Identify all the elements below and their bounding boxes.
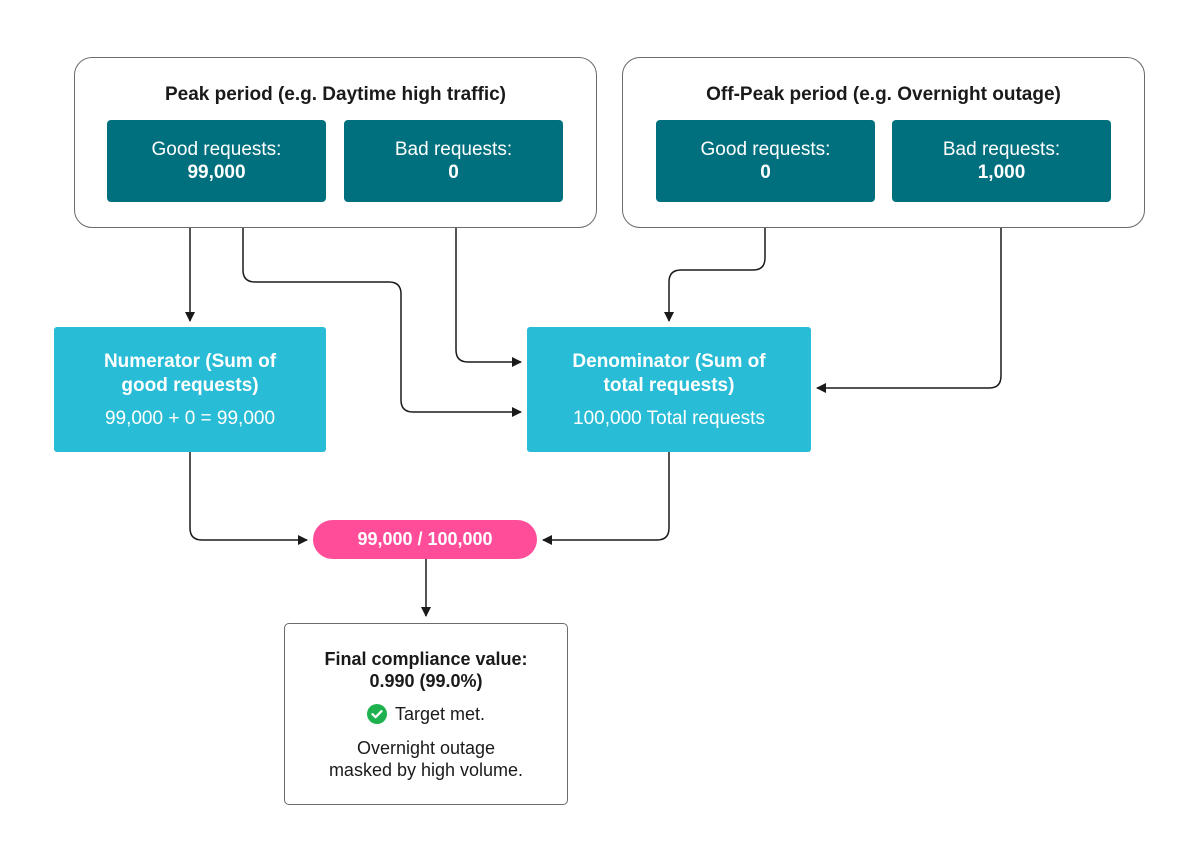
arrow-denominator-to-ratio — [542, 452, 670, 545]
ratio-text: 99,000 / 100,000 — [357, 529, 493, 549]
check-circle-icon — [366, 704, 387, 724]
denominator-box: Denominator (Sum of total requests) 100,… — [527, 327, 811, 452]
denominator-title-line2: total requests) — [603, 374, 735, 396]
ratio-pill: 99,000 / 100,000 — [313, 520, 537, 559]
final-compliance-box: Final compliance value: 0.990 (99.0%) Ta… — [284, 623, 568, 805]
final-note-line1: Overnight outage — [356, 737, 496, 758]
arrow-offpeak-bad-to-denominator — [816, 202, 1002, 393]
arrow-peak-good-to-denominator — [242, 202, 522, 417]
peak-good-requests-label: Good requests: — [151, 139, 282, 160]
numerator-title-line2: good requests) — [121, 374, 259, 396]
peak-bad-requests-value: 0 — [448, 162, 459, 183]
offpeak-bad-requests-box: Bad requests: 1,000 — [892, 120, 1111, 202]
peak-period-title: Peak period (e.g. Daytime high traffic) — [164, 84, 507, 105]
numerator-title-line1: Numerator (Sum of — [103, 350, 277, 372]
numerator-formula: 99,000 + 0 = 99,000 — [104, 407, 276, 429]
peak-bad-requests-box: Bad requests: 0 — [344, 120, 563, 202]
arrow-numerator-to-ratio — [189, 452, 308, 545]
offpeak-bad-requests-label: Bad requests: — [942, 139, 1061, 160]
final-compliance-value: 0.990 (99.0%) — [369, 670, 483, 691]
offpeak-good-requests-value: 0 — [760, 162, 771, 183]
final-status-text: Target met. — [394, 703, 486, 724]
offpeak-good-requests-box: Good requests: 0 — [656, 120, 875, 202]
final-status: Target met. — [366, 703, 486, 725]
offpeak-bad-requests-value: 1,000 — [977, 162, 1026, 183]
offpeak-period-title: Off-Peak period (e.g. Overnight outage) — [706, 84, 1061, 105]
final-title-line1: Final compliance value: — [324, 648, 528, 669]
denominator-title-line1: Denominator (Sum of — [572, 350, 766, 372]
final-note-line2: masked by high volume. — [328, 759, 524, 780]
offpeak-good-requests-label: Good requests: — [700, 139, 831, 160]
arrow-peak-bad-to-denominator — [455, 202, 522, 367]
peak-good-requests-box: Good requests: 99,000 — [107, 120, 326, 202]
denominator-total: 100,000 Total requests — [573, 407, 765, 429]
arrow-offpeak-good-to-denominator — [664, 202, 766, 322]
peak-good-requests-value: 99,000 — [187, 162, 246, 183]
peak-bad-requests-label: Bad requests: — [394, 139, 513, 160]
numerator-box: Numerator (Sum of good requests) 99,000 … — [54, 327, 326, 452]
